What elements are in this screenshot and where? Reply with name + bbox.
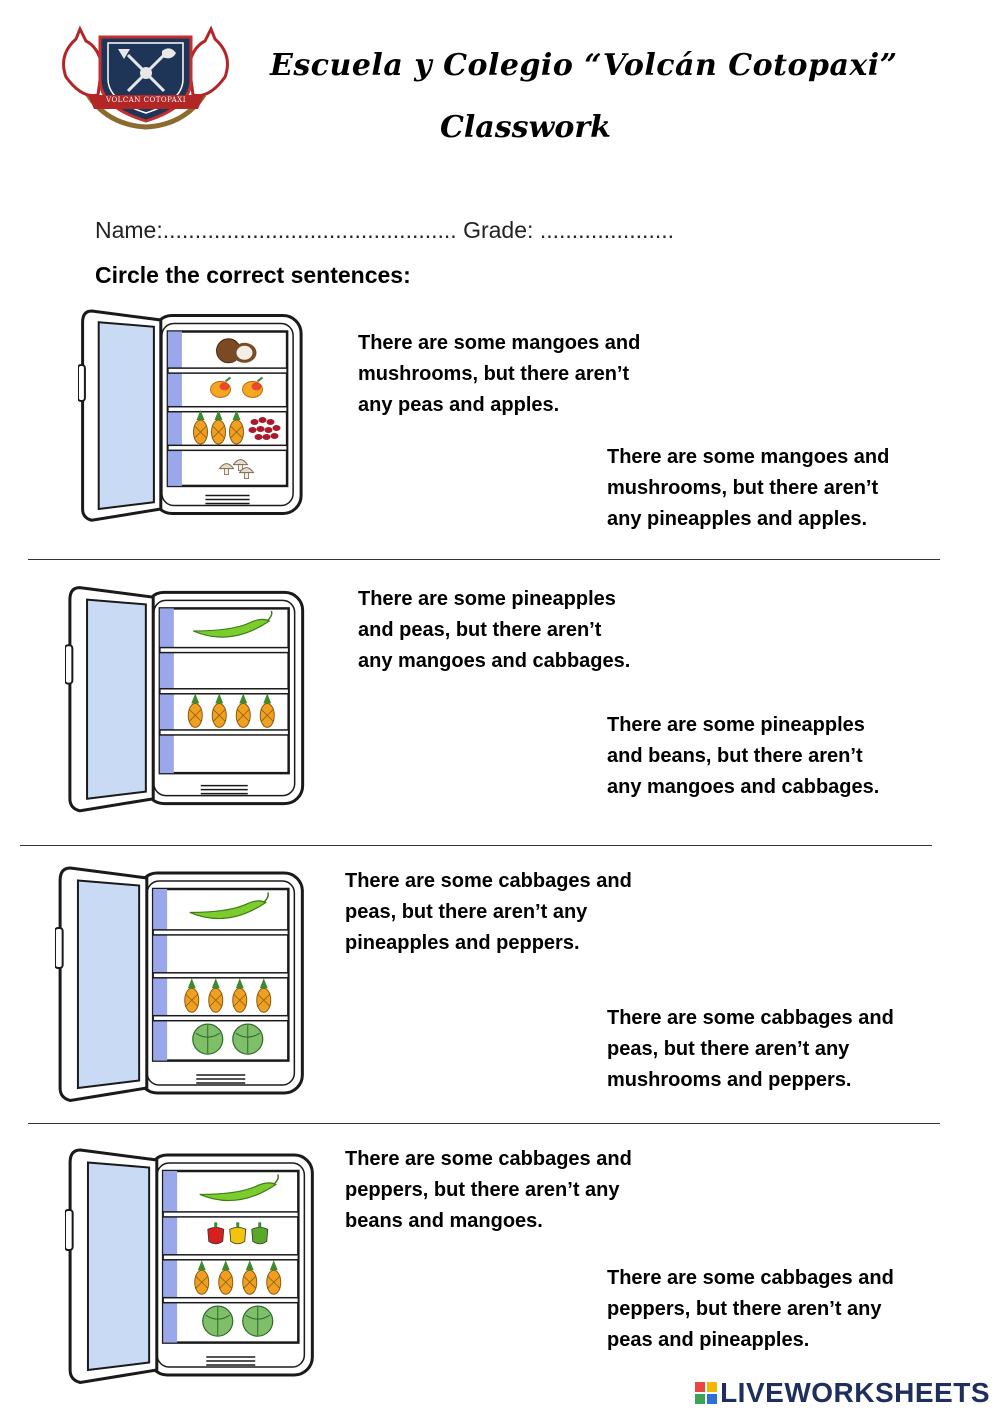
option-1b[interactable]: There are some mangoes and mushrooms, bu… (607, 446, 890, 530)
logo-banner-text: VOLCAN COTOPAXI (106, 96, 186, 104)
pea-pod-icon (199, 1174, 279, 1202)
option-3a[interactable]: There are some cabbages and peas, but th… (345, 870, 632, 954)
watermark-text: LIVEWORKSHEETS (720, 1377, 990, 1408)
fridge-image-4 (64, 1140, 320, 1395)
fridge-door (64, 1148, 159, 1385)
liveworksheets-logo-icon (695, 1379, 718, 1404)
fridge-image-3 (54, 858, 310, 1113)
coconut-icon (216, 338, 257, 364)
pineapple-icon (211, 410, 226, 445)
fridge-image-1 (77, 302, 308, 532)
pea-pod-icon (193, 610, 273, 638)
option-3b[interactable]: There are some cabbages and peas, but th… (607, 1007, 894, 1091)
fridge-image-2 (64, 578, 310, 823)
name-grade-line: Name:...................................… (95, 217, 674, 244)
grade-label: Grade: (463, 217, 534, 243)
cabbage-icon (192, 1023, 224, 1055)
mango-icon (242, 376, 264, 398)
cabbage-icon (202, 1305, 234, 1337)
pineapple-icon (187, 693, 203, 728)
instruction: Circle the correct sentences: (95, 262, 411, 288)
pineapple-icon (193, 410, 208, 445)
option-2a[interactable]: There are some pineapples and peas, but … (358, 588, 631, 672)
worksheet-title: Classwork (440, 110, 611, 145)
pineapple-icon (235, 693, 251, 728)
pineapple-icon (266, 1260, 282, 1295)
school-name: Escuela y Colegio “Volcán Cotopaxi” (270, 48, 898, 83)
cabbage-icon (242, 1305, 274, 1337)
mango-icon (210, 376, 232, 398)
divider-1 (28, 559, 940, 560)
pineapple-icon (229, 410, 244, 445)
divider-3 (28, 1123, 940, 1124)
fridge-door (64, 586, 155, 813)
pepper-icon (229, 1222, 247, 1245)
divider-2 (20, 845, 932, 846)
mushroom-icon (218, 459, 255, 480)
beans-icon (248, 417, 281, 441)
pineapple-icon (211, 693, 227, 728)
pepper-icon (251, 1222, 269, 1245)
name-field[interactable]: ........................................… (162, 217, 457, 243)
pineapple-icon (256, 978, 272, 1013)
name-label: Name: (95, 217, 163, 243)
pineapple-icon (218, 1260, 234, 1295)
pineapple-icon (208, 978, 224, 1013)
option-4a[interactable]: There are some cabbages and peppers, but… (345, 1148, 632, 1232)
cabbage-icon (232, 1023, 264, 1055)
grade-field[interactable]: ..................... (539, 217, 675, 243)
pineapple-icon (242, 1260, 258, 1295)
option-2b[interactable]: There are some pineapples and beans, but… (607, 714, 880, 798)
option-1a[interactable]: There are some mangoes and mushrooms, bu… (358, 332, 641, 416)
liveworksheets-watermark: LIVEWORKSHEETS (695, 1377, 990, 1409)
option-4b[interactable]: There are some cabbages and peppers, but… (607, 1267, 894, 1351)
pineapple-icon (232, 978, 248, 1013)
school-logo: VOLCAN COTOPAXI (58, 25, 233, 130)
fridge-door (54, 866, 149, 1103)
pineapple-icon (184, 978, 200, 1013)
fridge-door (77, 309, 163, 522)
pineapple-icon (194, 1260, 210, 1295)
pepper-icon (207, 1222, 225, 1245)
pea-pod-icon (189, 892, 269, 920)
pineapple-icon (259, 693, 275, 728)
